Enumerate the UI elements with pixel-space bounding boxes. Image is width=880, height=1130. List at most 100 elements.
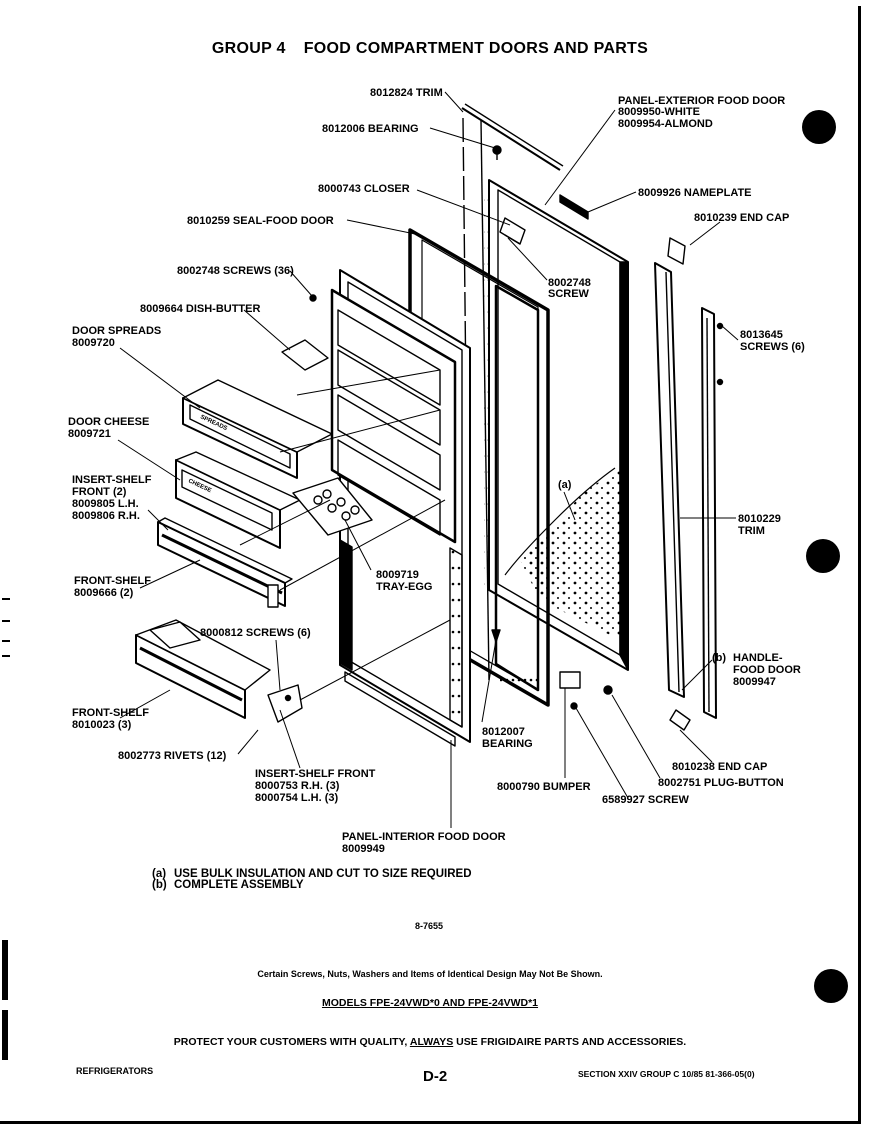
label-handle-number: 8009947 — [733, 676, 776, 688]
label-screws-812: 8000812 SCREWS (6) — [200, 627, 311, 639]
label-trim-right: TRIM — [738, 525, 765, 537]
label-door-spreads: DOOR SPREADS — [72, 325, 161, 337]
label-screws6: SCREWS (6) — [740, 341, 805, 353]
label-trim-top: 8012824 TRIM — [370, 87, 443, 99]
label-insert-shelf-front-lh: 8000754 L.H. (3) — [255, 792, 338, 804]
insert-shelf-front — [157, 517, 293, 608]
panel-exterior — [484, 179, 629, 671]
trim-strip-top — [461, 103, 564, 171]
label-door-spreads-number: 8009720 — [72, 337, 115, 349]
nameplate — [559, 194, 589, 220]
label-bearing-bottom-number: 8012007 — [482, 726, 525, 738]
label-dish-butter: 8009664 DISH-BUTTER — [140, 303, 260, 315]
label-panel-exterior-almond: 8009954-ALMOND — [618, 118, 713, 130]
label-closer: 8000743 CLOSER — [318, 183, 410, 195]
label-door-cheese-number: 8009721 — [68, 428, 111, 440]
label-trim-right-number: 8010229 — [738, 513, 781, 525]
models-line: MODELS FPE-24VWD*0 AND FPE-24VWD*1 — [0, 997, 860, 1009]
label-insert-shelf-front-rh: 8000753 R.H. (3) — [255, 780, 340, 792]
label-nameplate: 8009926 NAMEPLATE — [638, 187, 752, 199]
note-a-text: USE BULK INSULATION AND CUT TO SIZE REQU… — [174, 868, 472, 880]
protect-always: ALWAYS — [409, 1036, 454, 1048]
footer-left: REFRIGERATORS — [76, 1066, 154, 1076]
label-insert-shelf: INSERT-SHELF — [72, 474, 152, 486]
label-front-shelf-2-number: 8010023 (3) — [72, 719, 132, 731]
tray-egg — [292, 477, 373, 536]
label-screw-bottom: 6589927 SCREW — [602, 794, 689, 806]
label-tray-egg-number: 8009719 — [376, 569, 419, 581]
handle-food-door — [701, 307, 724, 719]
protect-after: USE FRIGIDAIRE PARTS AND ACCESSORIES. — [453, 1036, 687, 1048]
label-screw-right-number: 8002748 — [548, 277, 591, 289]
label-plug-button: 8002751 PLUG-BUTTON — [658, 777, 784, 789]
page-title: GROUP 4 FOOD COMPARTMENT DOORS AND PARTS — [0, 40, 860, 58]
end-cap-bottom — [669, 709, 691, 731]
label-handle-b: (b) — [712, 652, 726, 664]
label-insert-shelf-count: FRONT (2) — [72, 486, 127, 498]
label-rivets: 8002773 RIVETS (12) — [118, 750, 227, 762]
scan-mark — [2, 598, 10, 600]
plug-button — [603, 685, 613, 695]
label-screws-36: 8002748 SCREWS (36) — [177, 265, 294, 277]
page-frame-bottom — [0, 1121, 861, 1124]
leader-lines — [117, 91, 739, 828]
label-panel-exterior: PANEL-EXTERIOR FOOD DOOR — [618, 95, 785, 107]
disclaimer: Certain Screws, Nuts, Washers and Items … — [257, 969, 603, 979]
label-end-cap-bottom: 8010238 END CAP — [672, 761, 767, 773]
drawing-number: 8-7655 — [415, 921, 444, 931]
scan-mark — [2, 640, 10, 642]
footer-page: D-2 — [423, 1068, 448, 1085]
screw — [570, 702, 578, 710]
page-frame-right — [858, 6, 861, 1124]
label-handle-food-door: FOOD DOOR — [733, 664, 801, 676]
binder-hole — [802, 110, 836, 144]
note-a-key: (a) — [152, 868, 167, 880]
label-bearing-top: 8012006 BEARING — [322, 123, 419, 135]
bearing-bottom — [491, 629, 501, 643]
label-tray-egg: TRAY-EGG — [376, 581, 432, 593]
panel-interior — [330, 269, 471, 747]
label-door-cheese: DOOR CHEESE — [68, 416, 149, 428]
title-group: GROUP 4 — [211, 40, 286, 57]
label-screw-right: SCREW — [548, 288, 590, 300]
protect-line: PROTECT YOUR CUSTOMERS WITH QUALITY, ALW… — [0, 1036, 860, 1048]
label-bearing-bottom: BEARING — [482, 738, 533, 750]
front-shelf-bottom — [135, 619, 271, 719]
scan-mark — [2, 655, 10, 657]
binder-hole — [806, 539, 840, 573]
label-insert-shelf-lh: 8009805 L.H. — [72, 498, 139, 510]
scan-mark — [2, 620, 10, 622]
label-front-shelf-1: FRONT-SHELF — [74, 575, 151, 587]
label-panel-interior: PANEL-INTERIOR FOOD DOOR — [342, 831, 506, 843]
title-text: FOOD COMPARTMENT DOORS AND PARTS — [303, 40, 649, 57]
label-panel-interior-number: 8009949 — [342, 843, 385, 855]
note-b-text: COMPLETE ASSEMBLY — [174, 879, 304, 891]
label-insert-shelf-front: INSERT-SHELF FRONT — [255, 768, 376, 780]
label-front-shelf-2: FRONT-SHELF — [72, 707, 149, 719]
note-a: (a) USE BULK INSULATION AND CUT TO SIZE R… — [152, 868, 472, 880]
trim-right — [654, 237, 686, 698]
label-insulation-a: (a) — [558, 479, 572, 491]
binder-hole — [814, 969, 848, 1003]
footer-right: SECTION XXIV GROUP C 10/85 81-366-05(0) — [578, 1069, 755, 1079]
label-seal: 8010259 SEAL-FOOD DOOR — [187, 215, 334, 227]
label-end-cap-top: 8010239 END CAP — [694, 212, 789, 224]
exploded-parts-diagram: 8012824 TRIM PANEL-EXTERIOR FOOD DOOR 80… — [68, 87, 805, 855]
screw — [309, 294, 317, 302]
label-screws6-number: 8013645 — [740, 329, 783, 341]
protect-before: PROTECT YOUR CUSTOMERS WITH QUALITY, — [173, 1036, 410, 1048]
note-b: (b) COMPLETE ASSEMBLY — [152, 879, 304, 891]
label-bumper: 8000790 BUMPER — [497, 781, 591, 793]
label-insert-shelf-rh: 8009806 R.H. — [72, 510, 140, 522]
label-handle: HANDLE- — [733, 652, 783, 664]
door-spreads — [182, 379, 333, 479]
bumper — [559, 671, 581, 689]
insert-shelf-bracket — [267, 684, 303, 723]
models-text: MODELS FPE-24VWD*0 AND FPE-24VWD*1 — [321, 997, 539, 1009]
note-b-key: (b) — [152, 879, 167, 891]
closer — [499, 217, 526, 245]
dish-butter — [281, 339, 329, 371]
scan-mark — [2, 1010, 8, 1060]
door-cheese — [175, 451, 301, 549]
label-panel-exterior-white: 8009950-WHITE — [618, 106, 700, 118]
